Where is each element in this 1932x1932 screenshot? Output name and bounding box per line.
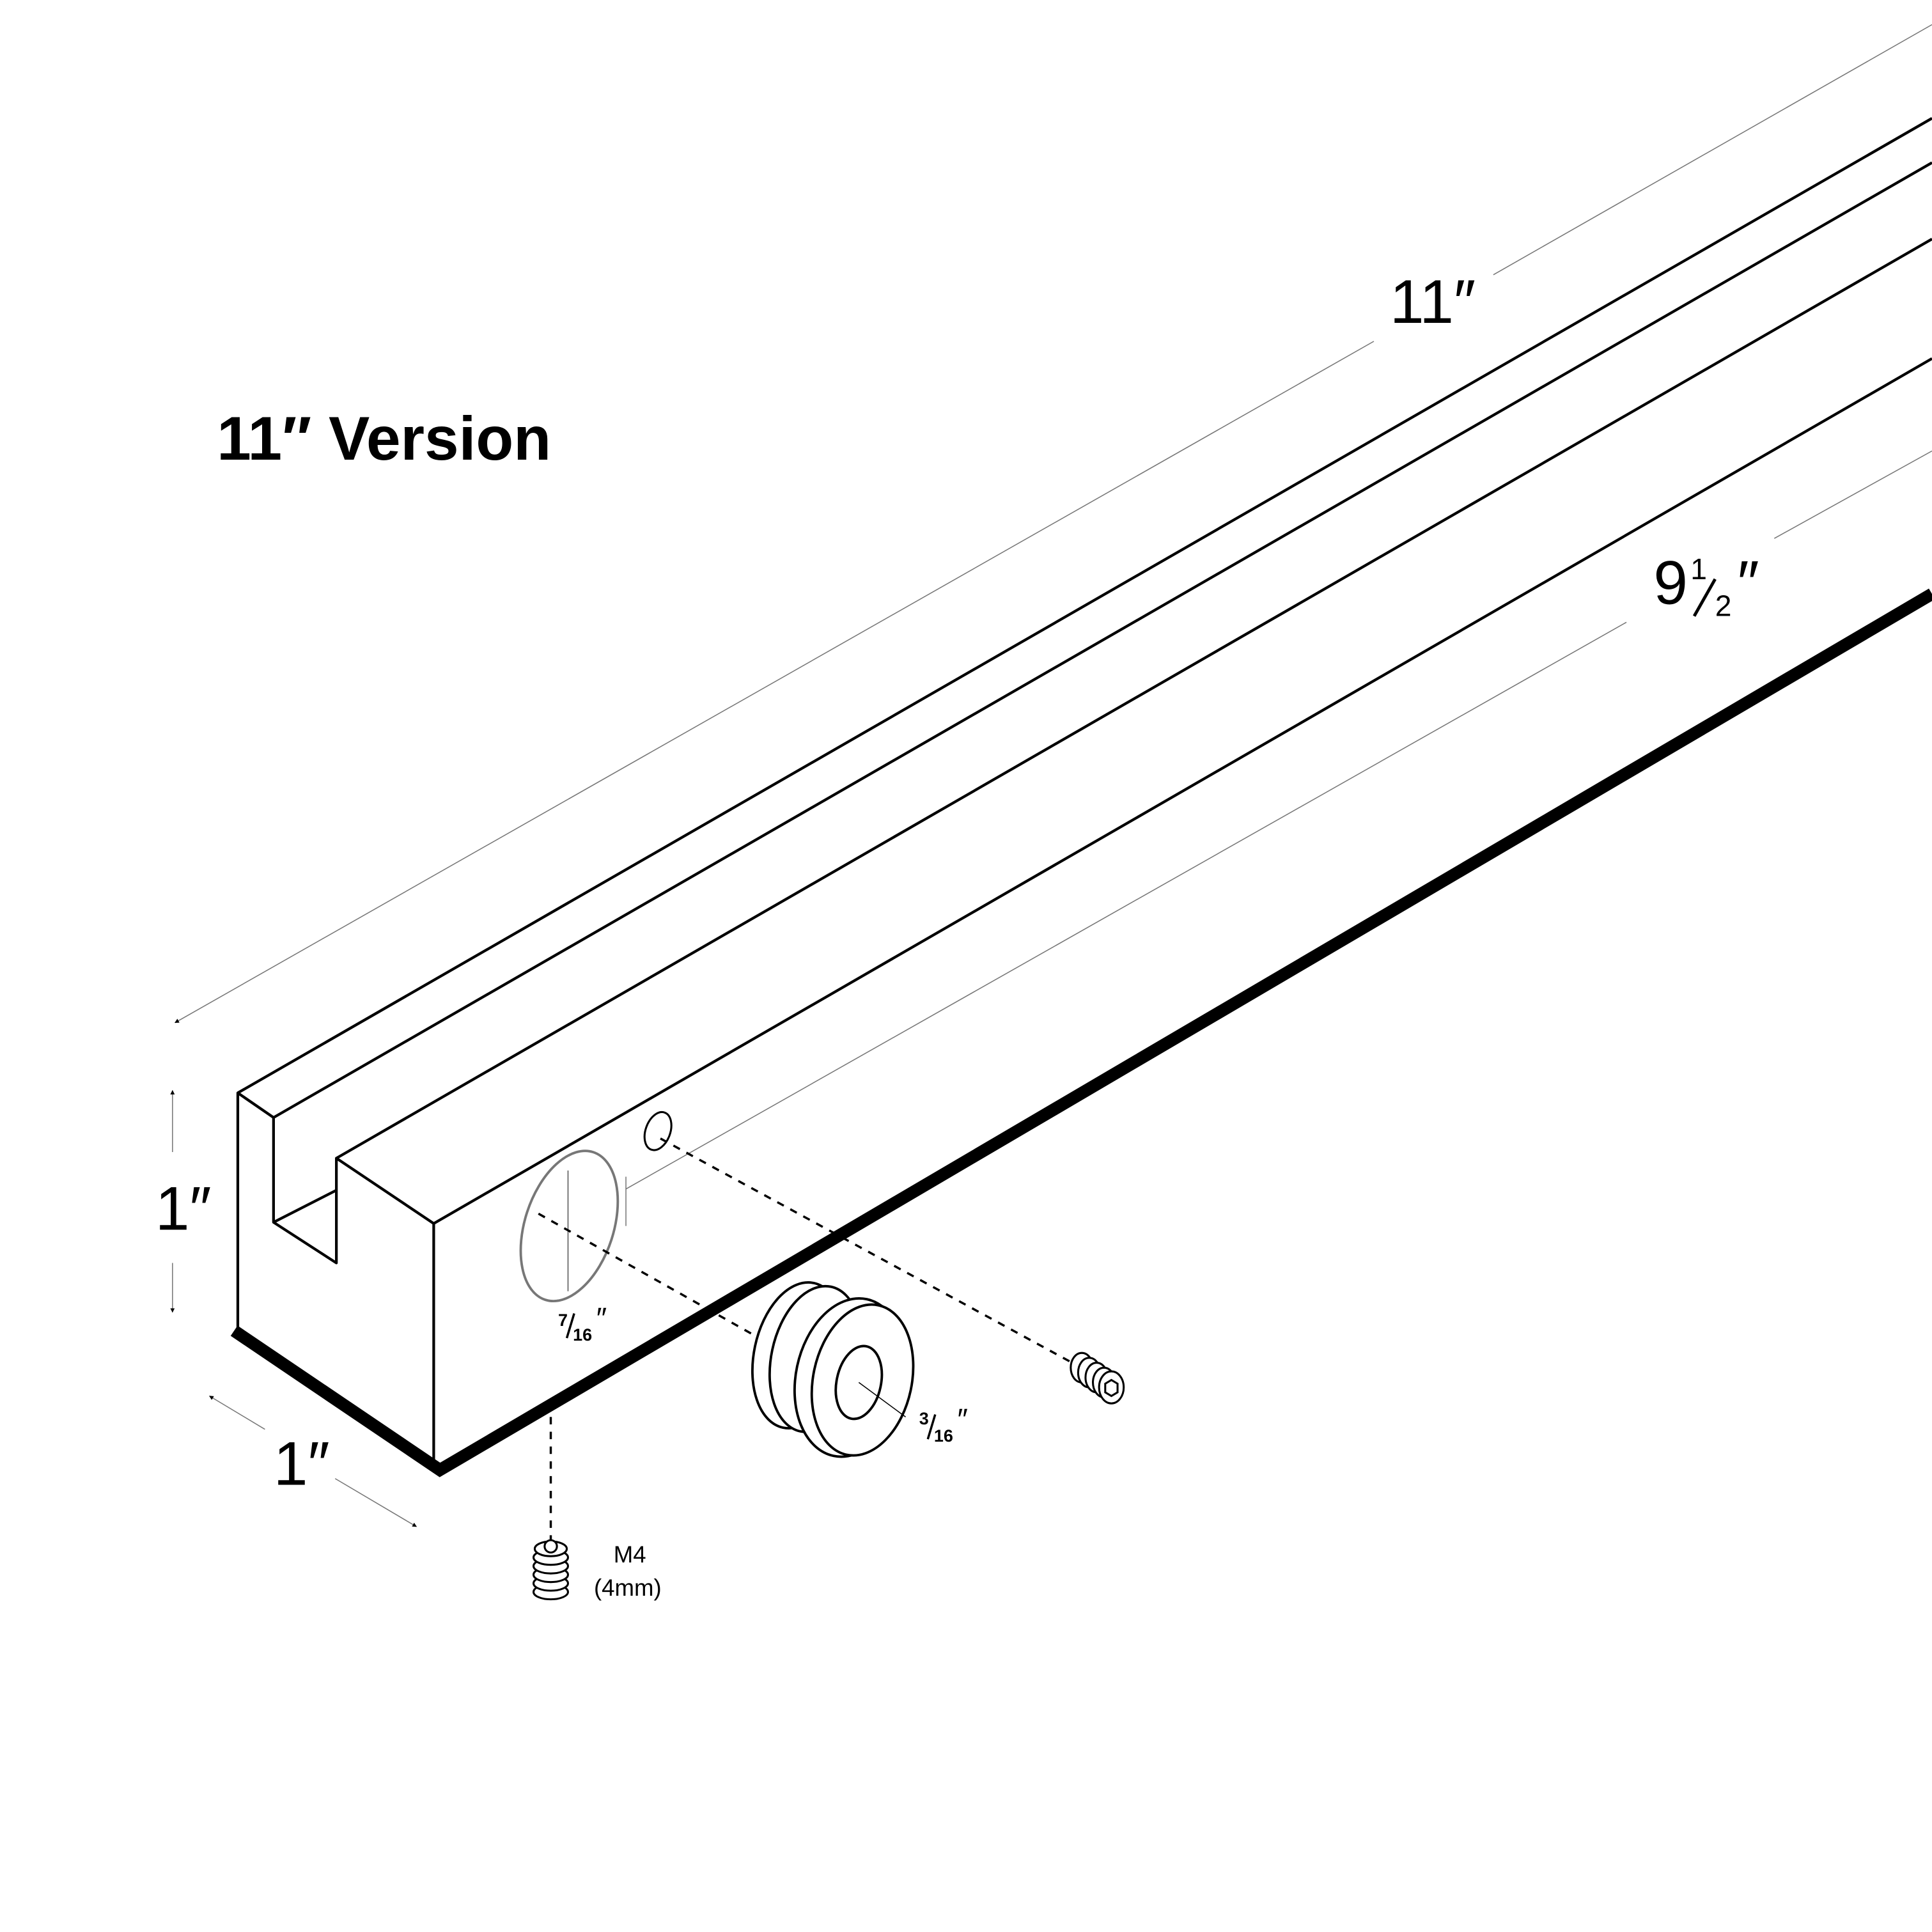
- width-label: 1″: [274, 1430, 330, 1498]
- hole-spacing-whole: 9: [1653, 549, 1688, 617]
- large-hole-label: 7 16 ″: [558, 1302, 607, 1344]
- small-bore-label: 3 16 ″: [919, 1403, 968, 1445]
- small-bore-num: 3: [919, 1409, 929, 1428]
- small-bore-inch: ″: [958, 1403, 968, 1436]
- small-bore-den: 16: [934, 1426, 953, 1445]
- hole-spacing-fraction-den: 2: [1715, 589, 1732, 623]
- wheel: [751, 1281, 915, 1458]
- m4-screw: [532, 1539, 570, 1601]
- large-hole-num: 7: [558, 1311, 568, 1330]
- height-label: 1″: [155, 1174, 212, 1243]
- length-label: 11″: [1390, 268, 1476, 336]
- bottom-shadow-edge: [230, 588, 1932, 1477]
- height-dimension: 1″: [155, 1089, 212, 1313]
- large-hole-den: 16: [573, 1325, 592, 1344]
- width-dimension: 1″: [209, 1395, 417, 1527]
- screw-metric-label: (4mm): [594, 1575, 662, 1601]
- large-hole: [519, 1149, 619, 1303]
- hole-spacing-inch: ″: [1737, 549, 1759, 617]
- page-title: 11″ Version: [217, 405, 551, 473]
- hole-spacing-dimension: 9 1 2 ″: [625, 450, 1932, 1226]
- small-hole: [643, 1110, 673, 1151]
- t-track-bar: [230, 117, 1932, 1477]
- hole-spacing-fraction-num: 1: [1690, 552, 1707, 586]
- set-screw: [1070, 1352, 1125, 1405]
- large-hole-inch: ″: [596, 1302, 607, 1335]
- screw-size-label: M4: [614, 1541, 646, 1568]
- length-dimension: 11″: [175, 24, 1932, 1024]
